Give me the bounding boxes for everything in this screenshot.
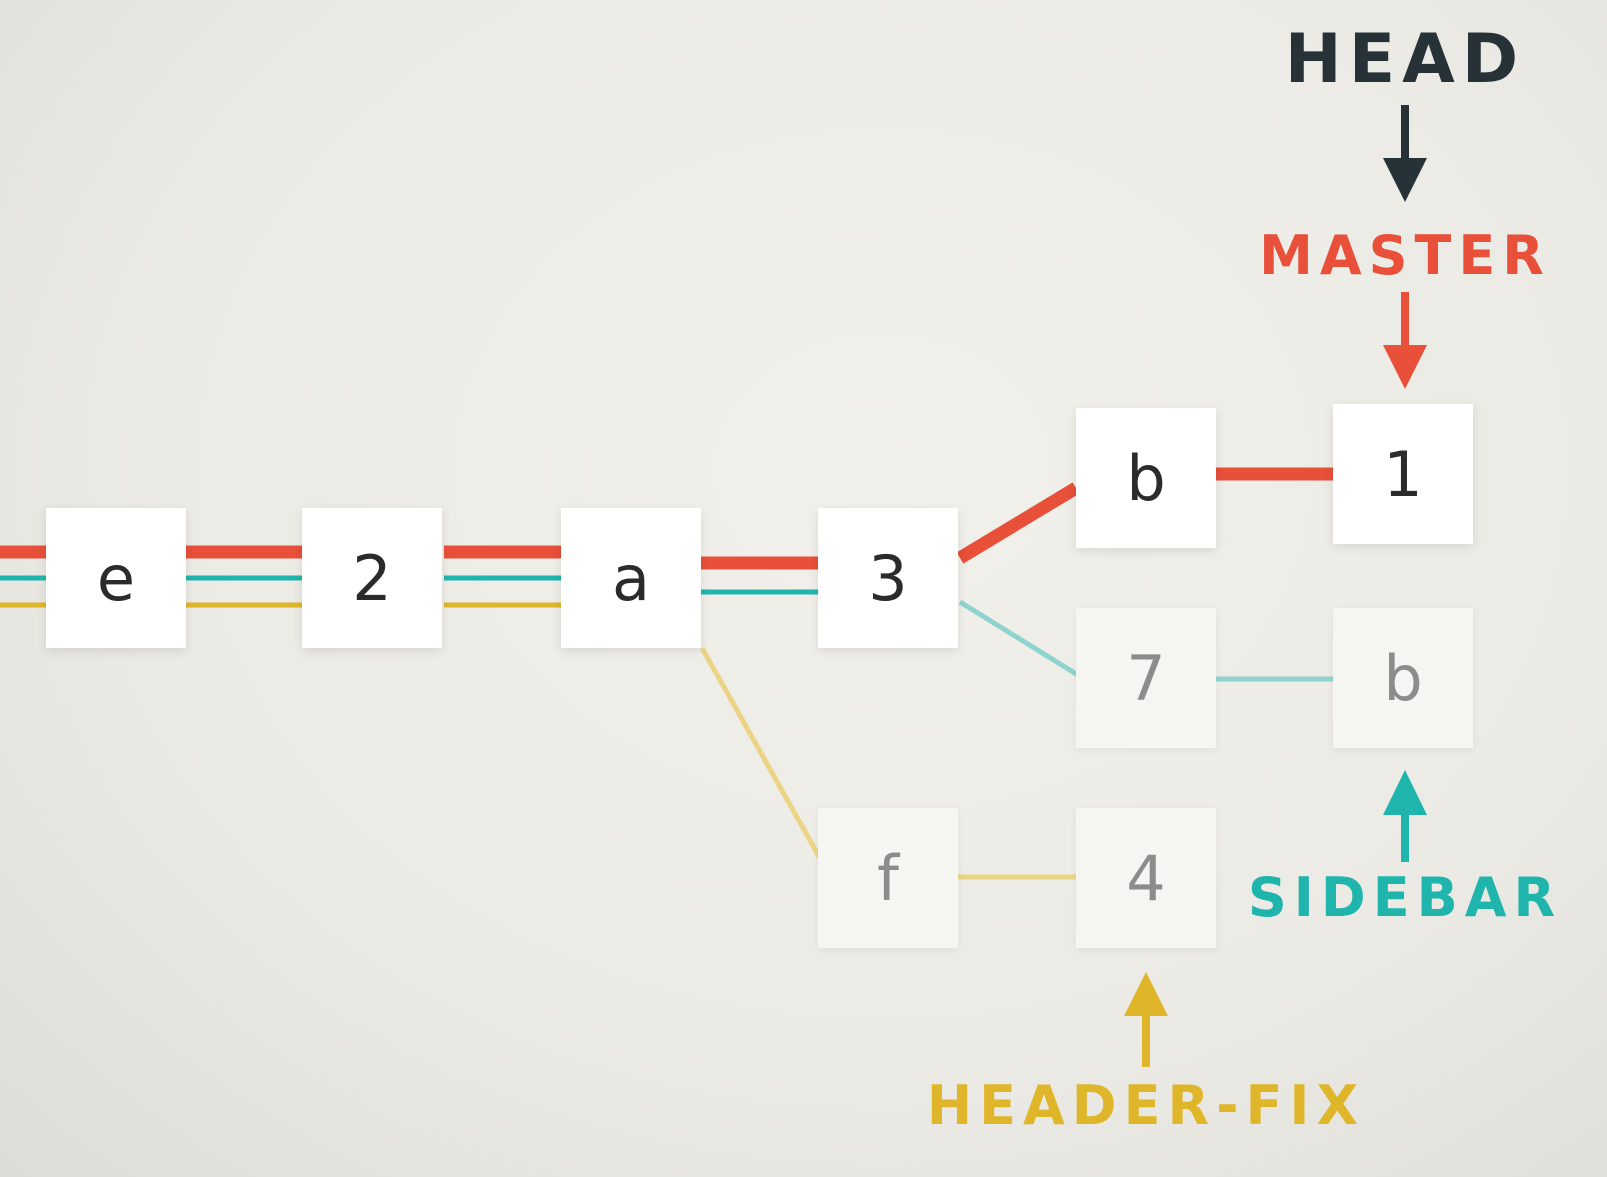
- sidebar-arrow-head: [1383, 770, 1427, 815]
- header-fix-label: HEADER-FIX: [926, 1074, 1366, 1137]
- commit-1[interactable]: 1: [1333, 404, 1473, 544]
- commit-2[interactable]: 2: [302, 508, 442, 648]
- sidebar-label: SIDEBAR: [1247, 866, 1563, 929]
- commit-3[interactable]: 3: [818, 508, 958, 648]
- master-line-3-b: [956, 482, 1080, 564]
- commit-a[interactable]: a: [561, 508, 701, 648]
- header-fix-arrow-head: [1124, 972, 1168, 1016]
- commit-f[interactable]: f: [818, 808, 958, 948]
- head-label: HEAD: [1284, 20, 1526, 99]
- commit-7[interactable]: 7: [1076, 608, 1216, 748]
- master-label: MASTER: [1259, 224, 1551, 287]
- commit-b-master[interactable]: b: [1076, 408, 1216, 548]
- commit-4[interactable]: 4: [1076, 808, 1216, 948]
- commit-e[interactable]: e: [46, 508, 186, 648]
- master-arrow-head: [1383, 345, 1427, 389]
- commit-b-sidebar[interactable]: b: [1333, 608, 1473, 748]
- header-fix-line-a-f: [699, 646, 833, 878]
- sidebar-line-3-7: [958, 599, 1088, 683]
- head-arrow-head: [1383, 158, 1427, 202]
